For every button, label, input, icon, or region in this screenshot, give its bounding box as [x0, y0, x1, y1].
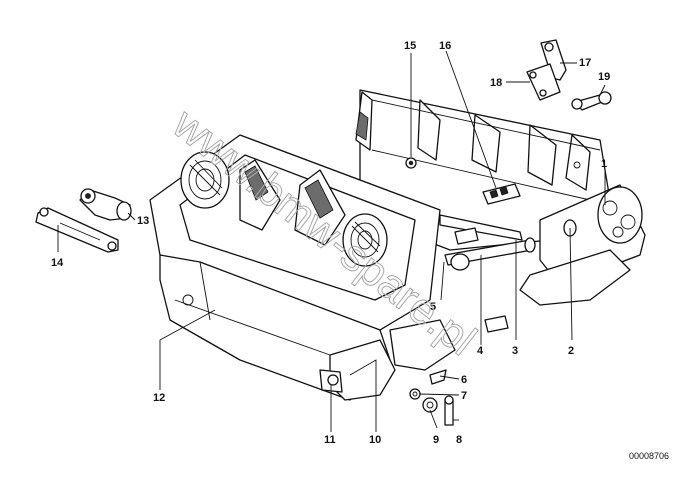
callout-11: 11 — [324, 434, 336, 446]
bolt-8 — [444, 395, 454, 426]
callout-1: 1 — [601, 158, 607, 170]
clip-upper — [484, 315, 509, 333]
callout-6: 6 — [461, 374, 467, 386]
leader-lines — [57, 50, 606, 432]
callout-labels: 1 2 3 4 5 6 7 8 9 10 11 12 13 14 15 16 1… — [51, 40, 610, 446]
callout-7: 7 — [461, 390, 467, 402]
heater-pipes — [439, 214, 536, 271]
callout-9: 9 — [433, 434, 439, 446]
blower-resistor — [482, 183, 521, 205]
callout-15: 15 — [404, 40, 416, 52]
bracket-18 — [526, 63, 561, 101]
lever-19 — [571, 91, 612, 111]
blower-cover — [519, 184, 646, 306]
left-vent-grille — [180, 151, 230, 209]
callout-10: 10 — [369, 434, 381, 446]
callout-17: 17 — [579, 57, 591, 69]
callout-14: 14 — [51, 257, 64, 269]
bolt-15 — [405, 157, 417, 169]
callout-8: 8 — [456, 434, 462, 446]
hose-assembly — [319, 319, 456, 401]
document-number: 00008706 — [629, 451, 669, 461]
callout-5: 5 — [430, 301, 436, 313]
callout-12: 12 — [153, 392, 165, 404]
nut-7 — [409, 388, 421, 400]
callout-2: 2 — [568, 345, 574, 357]
callout-16: 16 — [439, 40, 451, 52]
actuator-13 — [79, 188, 132, 221]
callout-19: 19 — [598, 71, 610, 83]
callout-3: 3 — [512, 345, 518, 357]
right-vent-grille — [342, 213, 388, 267]
link-lever — [35, 207, 119, 253]
center-air-ducts — [239, 159, 346, 246]
callout-4: 4 — [477, 345, 484, 357]
callout-13: 13 — [137, 215, 149, 227]
callout-18: 18 — [490, 77, 502, 89]
hose-clamp-9 — [422, 397, 438, 413]
clip-6 — [429, 369, 447, 385]
